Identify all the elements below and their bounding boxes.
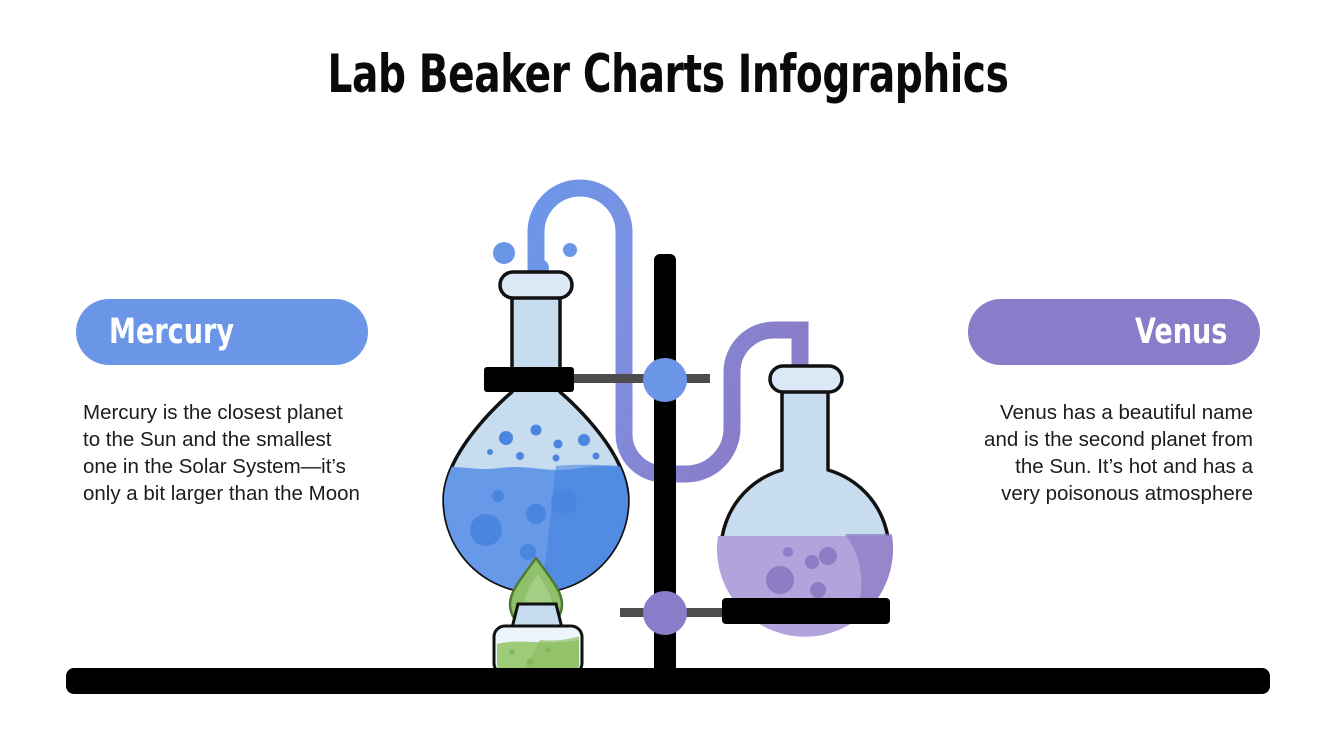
panel-description-venus: Venus has a beautiful name and is the se… [984,401,1253,505]
panel-label-text: Mercury [109,312,235,352]
panel-label-text: Venus [1134,312,1227,352]
panel-description-mercury: Mercury is the closest planet to the Sun… [83,401,360,505]
panel-label-venus[interactable]: Venus [968,299,1260,365]
clamp-knob-lower-icon [643,591,687,635]
clamp-knob-upper-icon [643,358,687,402]
burner-icon [492,556,584,676]
bubbles-icon [493,242,577,277]
round-bottom-flask-icon [717,364,894,637]
lower-clamp [620,591,890,635]
panel-label-mercury[interactable]: Mercury [76,299,368,365]
upper-clamp [484,367,710,392]
stand-pole-icon [654,254,676,674]
conical-flask-icon [442,270,630,594]
connecting-tube-icon [527,179,809,483]
base-bar-icon [66,668,1270,694]
page-title: Lab Beaker Charts Infographics [327,44,1009,105]
